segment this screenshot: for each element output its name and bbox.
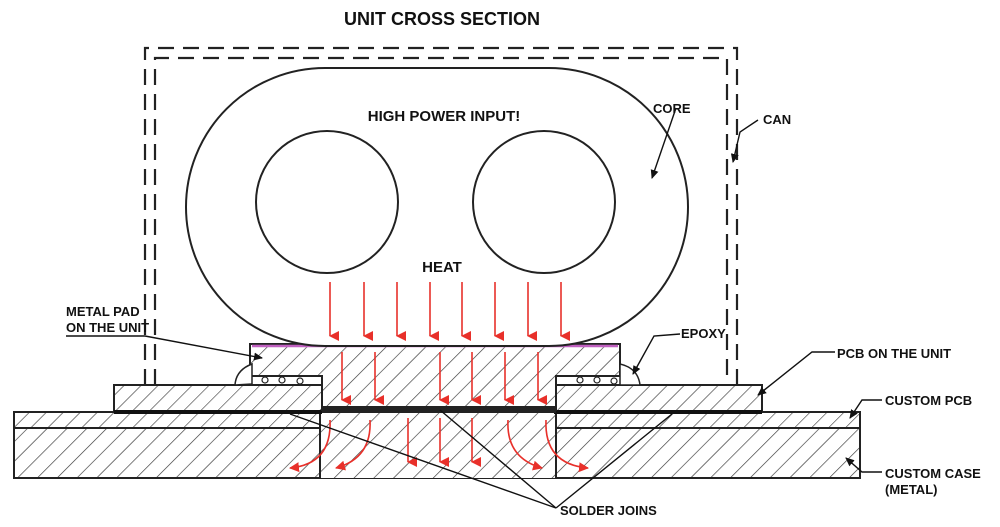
leader-solder-1 bbox=[289, 413, 557, 509]
pcb-on-unit-left bbox=[113, 384, 323, 413]
leader-solder-2 bbox=[439, 409, 557, 509]
epoxy-blob-left bbox=[234, 362, 253, 386]
can-outline bbox=[143, 46, 739, 410]
leader-solder-3 bbox=[555, 413, 673, 509]
leader-lines bbox=[66, 107, 882, 509]
leader-custom-case bbox=[845, 457, 882, 473]
pcb-on-unit-right bbox=[553, 384, 763, 413]
epoxy-dots bbox=[261, 376, 618, 385]
label-epoxy: EPOXY bbox=[681, 326, 726, 341]
label-custom-case-line2: (METAL) bbox=[885, 482, 937, 497]
label-can: CAN bbox=[763, 112, 791, 127]
label-metal-pad-line1: METAL PAD bbox=[66, 304, 140, 319]
label-pcb-on-unit: PCB ON THE UNIT bbox=[837, 346, 951, 361]
label-core: CORE bbox=[653, 101, 691, 116]
pad-solder bbox=[322, 406, 556, 413]
label-custom-pcb: CUSTOM PCB bbox=[885, 393, 972, 408]
leader-core bbox=[650, 107, 677, 179]
leader-can bbox=[730, 119, 759, 163]
leader-epoxy bbox=[632, 333, 681, 375]
diagram-title: UNIT CROSS SECTION bbox=[344, 9, 540, 29]
label-heat: HEAT bbox=[422, 259, 462, 276]
leader-metal-pad bbox=[66, 335, 263, 361]
label-solder-joins: SOLDER JOINS bbox=[560, 503, 657, 518]
leader-pcb-on-unit bbox=[757, 351, 835, 396]
label-custom-case-line1: CUSTOM CASE bbox=[885, 466, 981, 481]
core-hole-right bbox=[472, 130, 616, 274]
core-hole-left bbox=[255, 130, 399, 274]
label-high-power: HIGH POWER INPUT! bbox=[368, 108, 521, 125]
label-metal-pad-line2: ON THE UNIT bbox=[66, 320, 149, 335]
heat-arrows bbox=[329, 282, 570, 341]
case-pedestal bbox=[320, 412, 556, 478]
leader-custom-pcb bbox=[849, 399, 882, 419]
